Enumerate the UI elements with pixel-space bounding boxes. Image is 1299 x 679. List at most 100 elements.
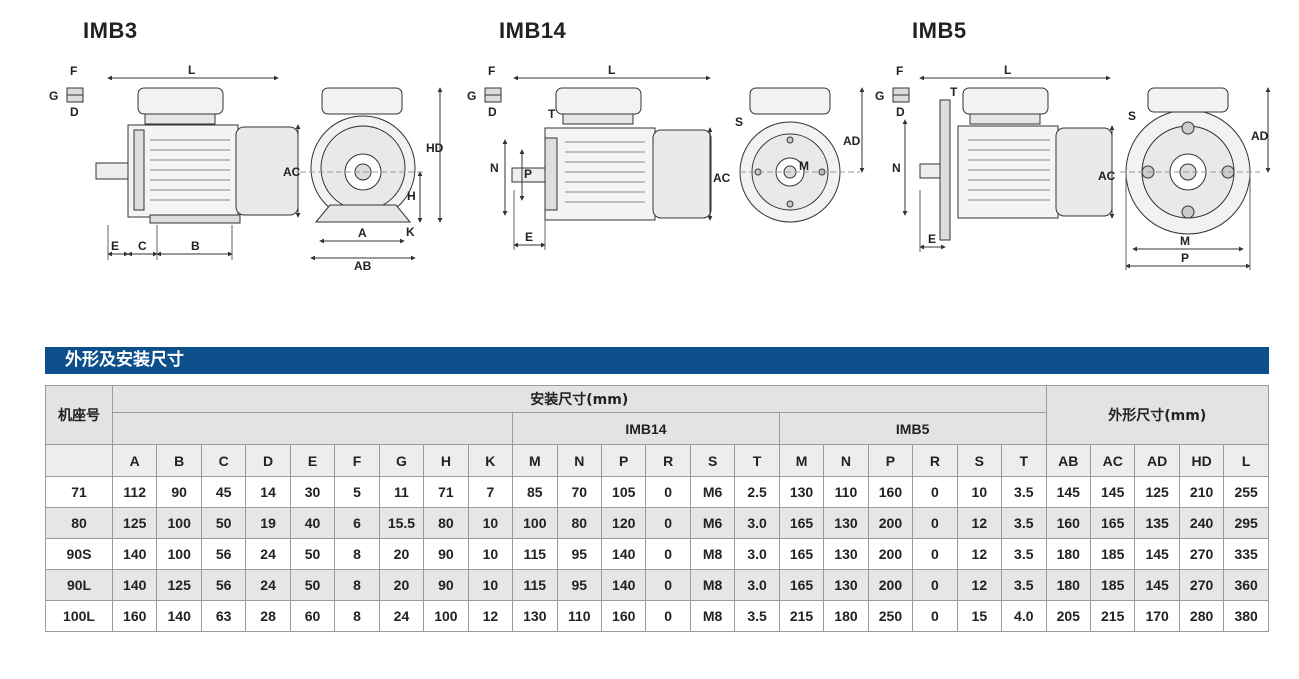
column-header: K bbox=[467, 444, 514, 477]
table-cell: 140 bbox=[600, 569, 647, 601]
frame-size-cell: 90L bbox=[45, 569, 113, 601]
table-cell: 185 bbox=[1089, 538, 1136, 570]
table-cell: 8 bbox=[334, 538, 380, 570]
imb3-label-h: H bbox=[407, 189, 416, 203]
column-header: HD bbox=[1178, 444, 1225, 477]
table-cell: 125 bbox=[111, 507, 158, 539]
install-dimensions-header: 安装尺寸(mm) bbox=[112, 385, 1047, 413]
table-cell: 71 bbox=[423, 476, 469, 508]
table-cell: 10 bbox=[467, 569, 514, 601]
table-cell: 280 bbox=[1178, 600, 1225, 632]
table-cell: M6 bbox=[689, 507, 736, 539]
imb5-label-ac: AC bbox=[1098, 169, 1116, 183]
table-cell: 240 bbox=[1178, 507, 1225, 539]
table-cell: 210 bbox=[1178, 476, 1225, 508]
table-cell: 100 bbox=[423, 600, 469, 632]
motor-drawings: F G D L AC HD H K E C B A AB bbox=[49, 63, 1271, 273]
table-cell: 140 bbox=[600, 538, 647, 570]
table-cell: 130 bbox=[823, 569, 869, 601]
table-cell: 125 bbox=[156, 569, 202, 601]
column-header: P bbox=[600, 444, 647, 477]
imb5-label-t: T bbox=[950, 85, 958, 99]
imb3-label-c: C bbox=[138, 239, 147, 253]
table-cell: 7 bbox=[467, 476, 514, 508]
table-cell: 180 bbox=[1045, 569, 1091, 601]
table-cell: 30 bbox=[289, 476, 336, 508]
table-cell: 160 bbox=[600, 600, 647, 632]
table-cell: 130 bbox=[512, 600, 558, 632]
table-cell: 165 bbox=[778, 507, 825, 539]
table-cell: 60 bbox=[289, 600, 336, 632]
column-header: R bbox=[912, 444, 958, 477]
imb3-label-ab: AB bbox=[354, 259, 372, 273]
imb3-label-a: A bbox=[358, 226, 367, 240]
table-cell: 63 bbox=[200, 600, 247, 632]
imb14-label-n: N bbox=[490, 161, 499, 175]
column-header: F bbox=[334, 444, 380, 477]
column-header: AB bbox=[1045, 444, 1091, 477]
column-header: A bbox=[111, 444, 158, 477]
imb14-label-f: F bbox=[488, 64, 495, 78]
table-cell: 19 bbox=[245, 507, 291, 539]
frame-size-blank bbox=[45, 444, 113, 477]
table-cell: 270 bbox=[1178, 569, 1225, 601]
table-cell: 80 bbox=[556, 507, 602, 539]
imb14-label-s: S bbox=[735, 115, 743, 129]
table-cell: 125 bbox=[1134, 476, 1180, 508]
table-cell: 0 bbox=[912, 569, 958, 601]
imb3-label-f: F bbox=[70, 64, 77, 78]
imb14-label-ad: AD bbox=[843, 134, 861, 148]
imb3-label-k: K bbox=[406, 225, 415, 239]
table-cell: 50 bbox=[289, 538, 336, 570]
imb5-label-m: M bbox=[1180, 234, 1190, 248]
table-cell: 10 bbox=[956, 476, 1003, 508]
table-cell: 0 bbox=[645, 569, 691, 601]
table-cell: 20 bbox=[378, 569, 425, 601]
table-cell: 130 bbox=[823, 507, 869, 539]
table-cell: 90 bbox=[156, 476, 202, 508]
frame-size-cell: 90S bbox=[45, 538, 113, 570]
table-cell: 110 bbox=[823, 476, 869, 508]
table-cell: 90 bbox=[423, 538, 469, 570]
imb5-label-d: D bbox=[896, 105, 905, 119]
table-cell: 20 bbox=[378, 538, 425, 570]
imb14-label-t: T bbox=[548, 107, 556, 121]
imb5-label-l: L bbox=[1004, 63, 1011, 77]
imb5-label-s: S bbox=[1128, 109, 1136, 123]
column-header: R bbox=[645, 444, 691, 477]
general-group-header bbox=[111, 412, 514, 445]
table-cell: 0 bbox=[645, 600, 691, 632]
table-cell: 130 bbox=[823, 538, 869, 570]
column-header: G bbox=[378, 444, 425, 477]
table-cell: 90 bbox=[423, 569, 469, 601]
table-cell: 185 bbox=[1089, 569, 1136, 601]
column-header: T bbox=[734, 444, 780, 477]
imb14-label-p: P bbox=[524, 167, 532, 181]
header-row-2: IMB14 IMB5 bbox=[46, 412, 1269, 445]
table-cell: 8 bbox=[334, 600, 380, 632]
table-cell: 105 bbox=[600, 476, 647, 508]
table-cell: 165 bbox=[778, 569, 825, 601]
imb5-label-n: N bbox=[892, 161, 901, 175]
table-cell: 3.5 bbox=[1001, 476, 1047, 508]
table-cell: 0 bbox=[912, 507, 958, 539]
imb3-drawing bbox=[66, 75, 443, 261]
table-cell: 3.0 bbox=[734, 569, 780, 601]
column-header: H bbox=[423, 444, 469, 477]
table-cell: 200 bbox=[867, 507, 914, 539]
column-header: S bbox=[689, 444, 736, 477]
table-cell: 56 bbox=[200, 538, 247, 570]
imb14-label-ac: AC bbox=[713, 171, 731, 185]
imb5-label-p: P bbox=[1181, 251, 1189, 265]
table-cell: 110 bbox=[556, 600, 602, 632]
section-title-bar: 外形及安装尺寸 bbox=[45, 347, 1269, 374]
column-header: N bbox=[556, 444, 602, 477]
frame-size-header: 机座号 bbox=[45, 385, 113, 445]
table-cell: 70 bbox=[556, 476, 602, 508]
column-header: M bbox=[778, 444, 825, 477]
